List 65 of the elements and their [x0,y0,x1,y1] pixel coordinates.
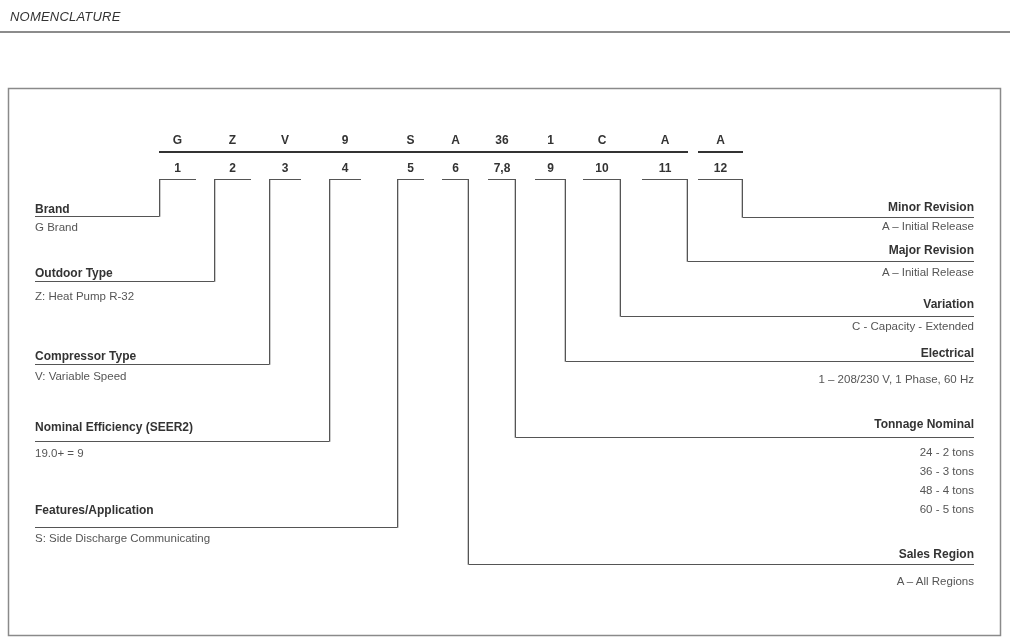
field-heading: Minor Revision [888,200,974,214]
field-heading: Sales Region [898,547,974,561]
leader-line [686,179,688,263]
code-position [269,133,301,180]
leader-line [514,179,516,439]
code-position [442,133,469,180]
code-character: 36 [495,133,509,147]
position-number: 10 [595,161,609,175]
code-character: 1 [547,133,554,147]
position-number: 5 [407,161,414,175]
code-character: V [281,133,289,147]
field-value: 36 - 3 tons [919,464,974,479]
position-number: 7,8 [493,161,511,175]
leader-line [741,179,743,219]
code-position [329,133,361,180]
code-character: C [597,133,607,147]
field-value: 24 - 2 tons [919,445,974,460]
field-value: 48 - 4 tons [919,483,974,498]
leader-line [564,179,566,363]
code-character: Z [228,133,237,147]
code-position [535,133,566,180]
code-position [159,133,196,180]
position-number: 6 [452,161,459,175]
field-heading: Compressor Type [35,349,137,363]
field-heading: Electrical [920,346,974,360]
field-value: 60 - 5 tons [919,502,974,517]
position-number: 3 [281,161,289,175]
field-heading: Outdoor Type [35,266,113,280]
code-character: 9 [341,133,349,147]
field-value: 1 – 208/230 V, 1 Phase, 60 Hz [818,372,974,387]
field-heading: Variation [923,297,974,311]
code-character: A [716,133,725,147]
leader-line [467,179,469,566]
field-value: C - Capacity - Extended [851,319,974,334]
field-value: S: Side Discharge Communicating [35,531,211,546]
code-position [583,133,621,180]
field-heading: Tonnage Nominal [874,417,974,431]
code-position [488,133,516,180]
position-number: 9 [547,161,554,175]
field-heading: Major Revision [888,243,974,257]
code-position [698,133,743,180]
field-heading: Brand [35,202,70,216]
code-character: G [172,133,183,147]
leader-line [619,179,621,318]
code-character: S [406,133,415,147]
code-position [214,133,251,180]
position-number: 4 [341,161,349,175]
code-position [397,133,424,180]
position-number: 2 [229,161,236,175]
field-heading: Nominal Efficiency (SEER2) [35,420,194,434]
code-character: A [451,133,460,147]
field-value: A – Initial Release [881,219,974,234]
position-number: 1 [174,161,181,175]
field-heading: Features/Application [35,503,154,517]
position-number: 12 [713,161,728,175]
field-value: Z: Heat Pump R-32 [35,289,135,304]
position-number: 11 [658,161,672,175]
page-title: NOMENCLATURE [10,9,121,25]
code-character: A [660,133,670,147]
field-value: G Brand [35,220,78,235]
field-value: A – Initial Release [881,265,974,280]
code-position [642,133,688,180]
field-value: V: Variable Speed [35,369,127,384]
field-value: 19.0+ = 9 [35,446,84,461]
field-value: A – All Regions [896,574,974,589]
